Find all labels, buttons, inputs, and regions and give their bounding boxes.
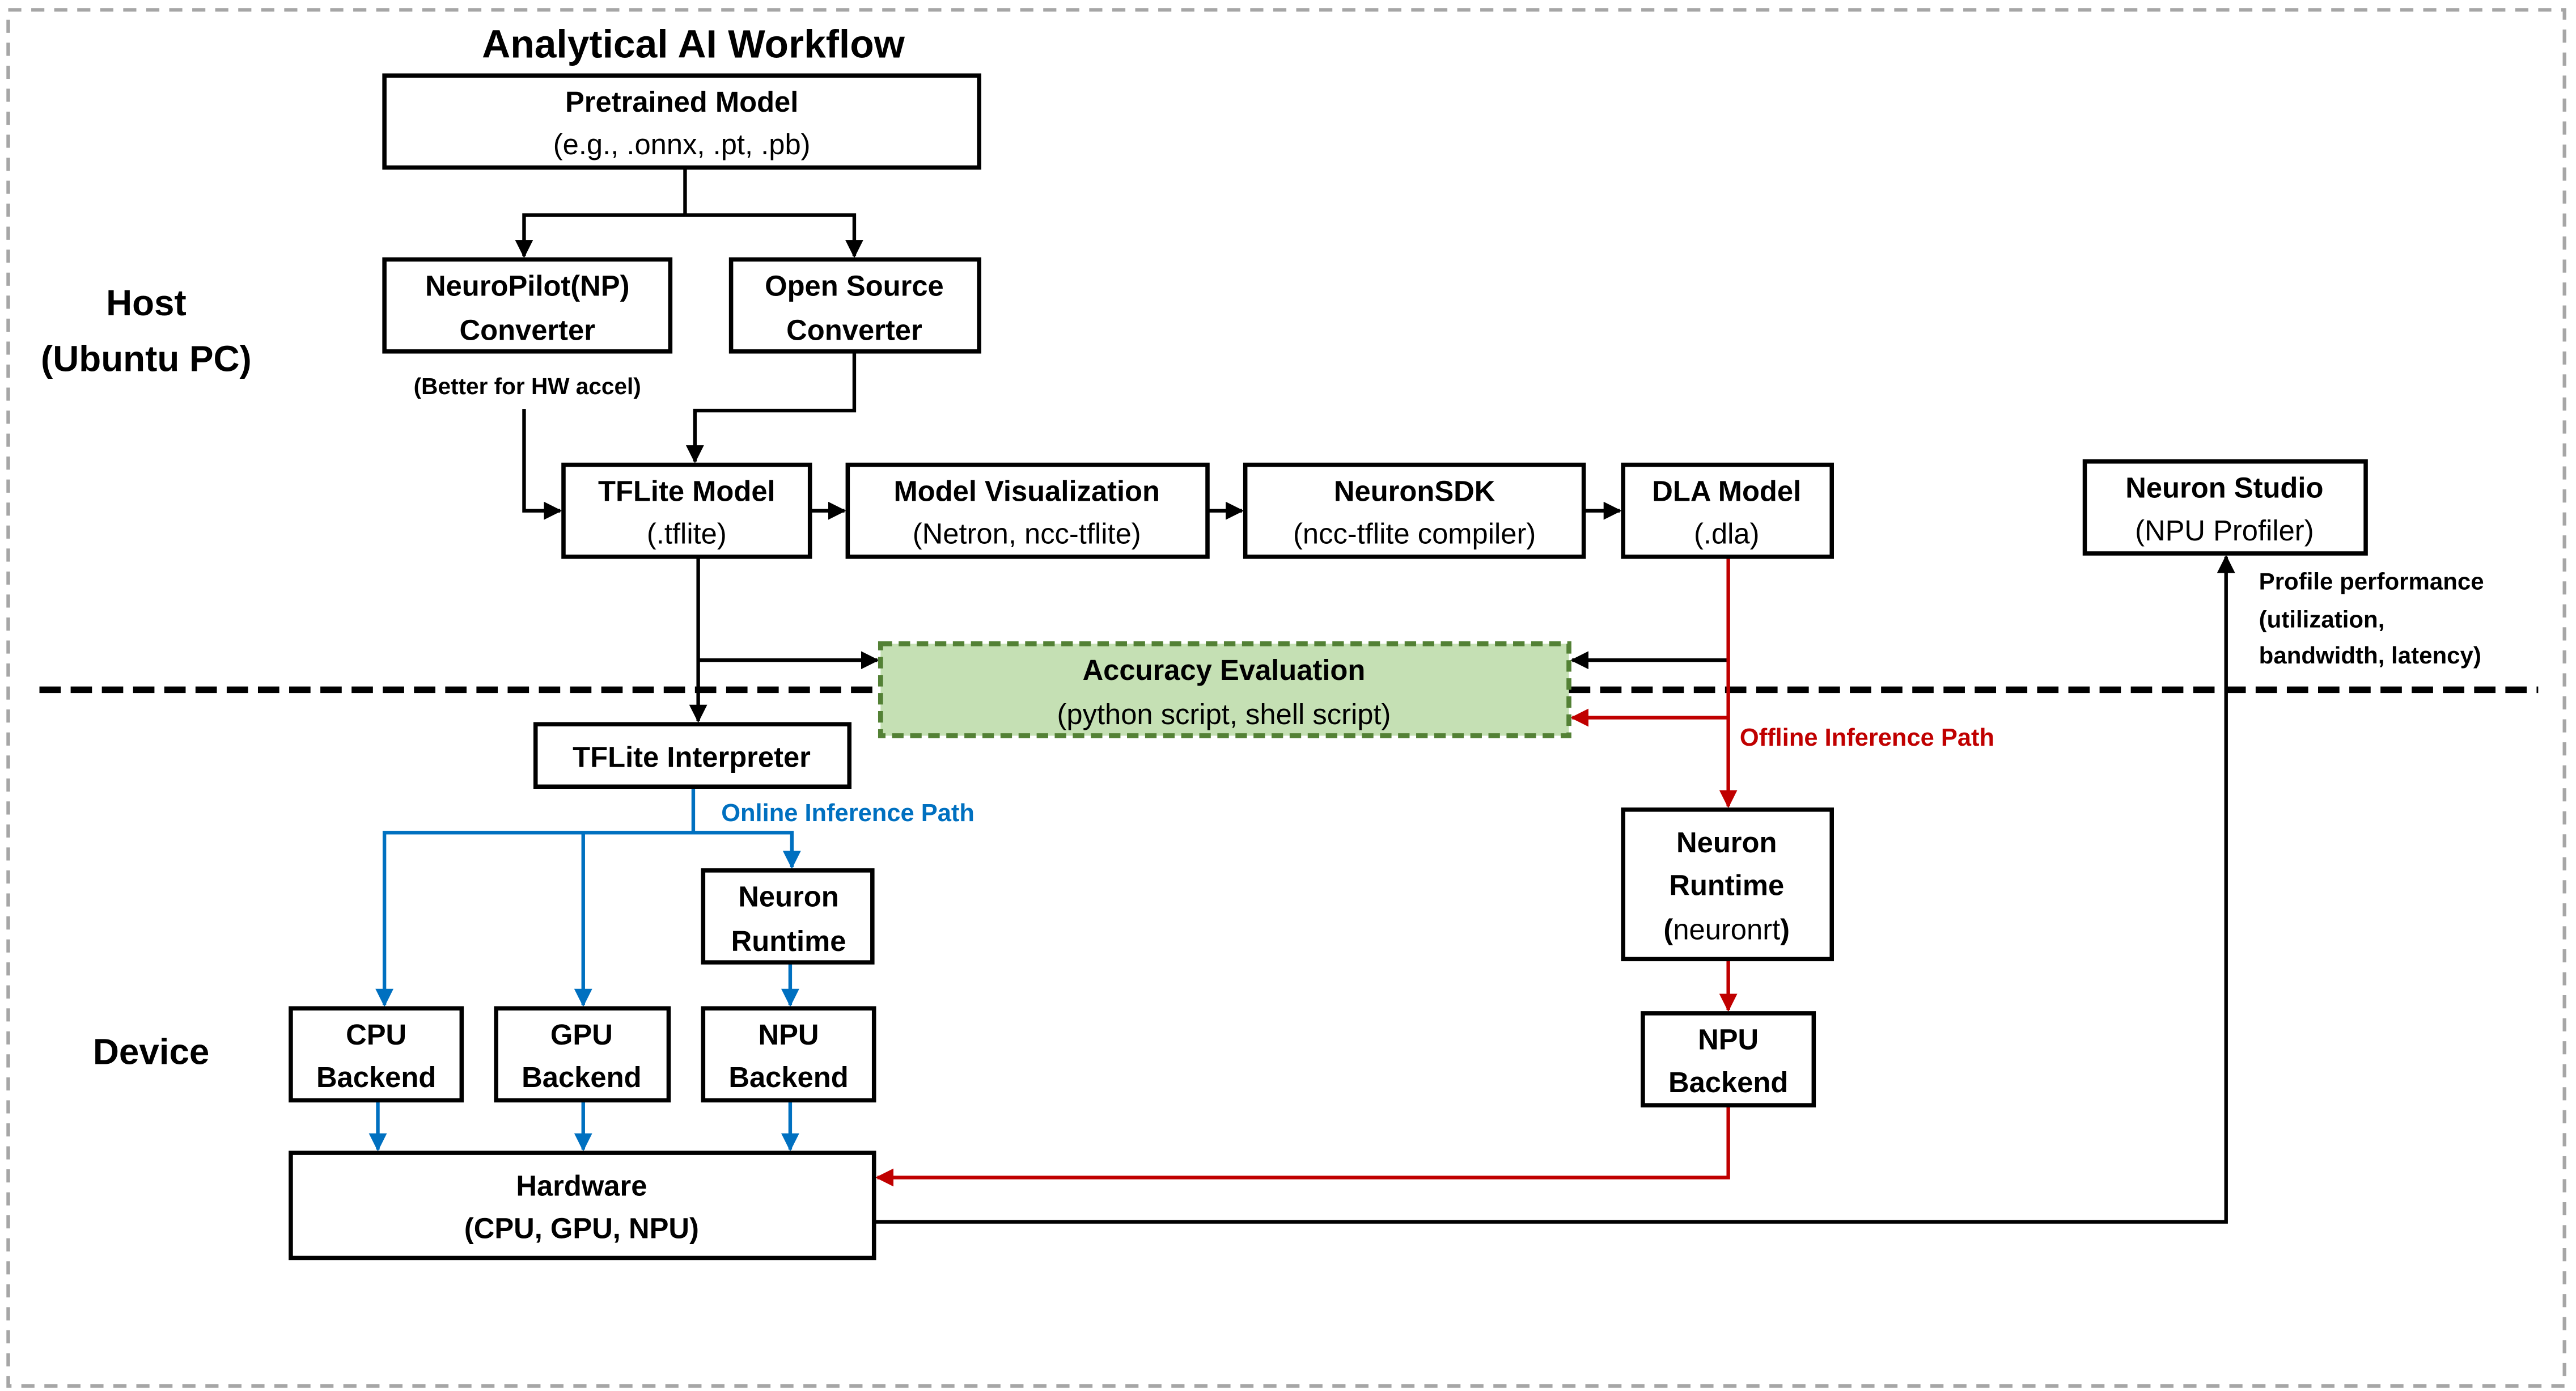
neuron-sdk-subtitle: (ncc-tflite compiler) bbox=[1293, 518, 1536, 550]
hardware-subtitle: (CPU, GPU, NPU) bbox=[464, 1212, 699, 1245]
neuron-studio-subtitle: (NPU Profiler) bbox=[2135, 514, 2314, 547]
offline-npu-backend-line2: Backend bbox=[1668, 1066, 1788, 1098]
offline-neuron-runtime-line1: Neuron bbox=[1676, 826, 1777, 859]
tflite-interpreter-title: TFLite Interpreter bbox=[573, 741, 811, 773]
node-hardware[interactable]: Hardware (CPU, GPU, NPU) bbox=[289, 1151, 876, 1261]
neuron-sdk-title: NeuronSDK bbox=[1334, 475, 1495, 507]
edge-np-to-tflite bbox=[522, 409, 562, 520]
pretrained-model-subtitle: (e.g., .onnx, .pt, .pb) bbox=[553, 128, 811, 160]
node-pretrained-model[interactable]: Pretrained Model (e.g., .onnx, .pt, .pb) bbox=[382, 73, 981, 170]
offline-neuron-runtime-line3: (neuronrt) bbox=[1663, 914, 1790, 946]
edge-hardware-to-studio bbox=[874, 555, 2235, 1224]
model-visualization-subtitle: (Netron, ncc-tflite) bbox=[913, 518, 1141, 550]
node-model-visualization[interactable]: Model Visualization (Netron, ncc-tflite) bbox=[845, 462, 1210, 559]
online-npu-backend-line2: Backend bbox=[728, 1061, 848, 1093]
node-offline-neuron-runtime[interactable]: Neuron Runtime (neuronrt) bbox=[1621, 807, 1834, 962]
os-converter-line1: Open Source bbox=[765, 269, 944, 302]
paren-open: ( bbox=[1663, 914, 1673, 946]
node-tflite-interpreter[interactable]: TFLite Interpreter bbox=[533, 722, 852, 789]
node-np-converter[interactable]: NeuroPilot(NP) Converter bbox=[382, 257, 673, 354]
offline-path-label: Offline Inference Path bbox=[1740, 724, 1994, 751]
pretrained-model-title: Pretrained Model bbox=[565, 86, 798, 118]
edge-to-np-converter bbox=[515, 213, 685, 258]
online-path-label: Online Inference Path bbox=[721, 800, 975, 827]
edge-to-os-converter bbox=[685, 213, 863, 258]
outer-border bbox=[6, 8, 2566, 1388]
np-converter-line2: Converter bbox=[459, 314, 595, 346]
online-neuron-runtime-line2: Runtime bbox=[731, 925, 846, 957]
tflite-model-subtitle: (.tflite) bbox=[647, 518, 727, 550]
node-cpu-backend[interactable]: CPU Backend bbox=[289, 1006, 464, 1103]
node-online-npu-backend[interactable]: NPU Backend bbox=[701, 1006, 876, 1103]
edge-offline-npu-to-hardware bbox=[875, 1105, 1730, 1187]
edge-to-online-runtime bbox=[693, 831, 801, 869]
node-dla-model[interactable]: DLA Model (.dla) bbox=[1621, 462, 1834, 559]
model-visualization-title: Model Visualization bbox=[893, 475, 1160, 507]
host-sublabel: (Ubuntu PC) bbox=[41, 339, 252, 379]
node-os-converter[interactable]: Open Source Converter bbox=[728, 257, 981, 354]
host-label: Host bbox=[106, 282, 187, 323]
edges-online bbox=[368, 787, 801, 1152]
profile-annotation-line1: Profile performance bbox=[2259, 568, 2484, 595]
accuracy-evaluation-title: Accuracy Evaluation bbox=[1083, 654, 1366, 686]
online-npu-backend-line1: NPU bbox=[758, 1018, 819, 1051]
os-converter-line2: Converter bbox=[786, 314, 922, 346]
profile-annotation-line2: (utilization, bbox=[2259, 606, 2385, 632]
offline-npu-backend-line1: NPU bbox=[1698, 1024, 1759, 1056]
edge-to-cpu-backend bbox=[375, 831, 693, 1007]
edges-offline bbox=[875, 556, 1738, 1187]
cpu-backend-line2: Backend bbox=[316, 1061, 436, 1093]
dla-model-title: DLA Model bbox=[1652, 475, 1801, 507]
node-gpu-backend[interactable]: GPU Backend bbox=[494, 1006, 671, 1103]
online-neuron-runtime-line1: Neuron bbox=[738, 881, 838, 913]
accuracy-evaluation-subtitle: (python script, shell script) bbox=[1057, 698, 1391, 730]
node-neuron-sdk[interactable]: NeuronSDK (ncc-tflite compiler) bbox=[1243, 462, 1586, 559]
edges-main bbox=[515, 167, 2235, 1224]
hardware-title: Hardware bbox=[516, 1169, 647, 1202]
np-converter-line1: NeuroPilot(NP) bbox=[425, 269, 630, 302]
dla-model-subtitle: (.dla) bbox=[1694, 518, 1760, 550]
neuron-studio-title: Neuron Studio bbox=[2125, 472, 2323, 504]
gpu-backend-line1: GPU bbox=[550, 1018, 613, 1051]
tflite-model-title: TFLite Model bbox=[598, 475, 776, 507]
device-label: Device bbox=[93, 1031, 210, 1072]
np-converter-note: (Better for HW accel) bbox=[414, 373, 641, 399]
diagram-title: Analytical AI Workflow bbox=[482, 22, 905, 66]
neuronrt-label: neuronrt bbox=[1673, 914, 1780, 946]
node-tflite-model[interactable]: TFLite Model (.tflite) bbox=[561, 462, 812, 559]
cpu-backend-line1: CPU bbox=[346, 1018, 406, 1051]
paren-close: ) bbox=[1780, 914, 1790, 946]
profile-annotation-line3: bandwidth, latency) bbox=[2259, 642, 2481, 669]
profile-annotation: Profile performance (utilization, bandwi… bbox=[2259, 568, 2484, 669]
gpu-backend-line2: Backend bbox=[522, 1061, 641, 1093]
offline-neuron-runtime-line2: Runtime bbox=[1669, 869, 1784, 901]
node-accuracy-evaluation[interactable]: Accuracy Evaluation (python script, shel… bbox=[878, 641, 1571, 738]
node-offline-npu-backend[interactable]: NPU Backend bbox=[1641, 1011, 1816, 1107]
node-online-neuron-runtime[interactable]: Neuron Runtime bbox=[701, 868, 875, 965]
edge-os-to-tflite bbox=[685, 351, 857, 463]
node-neuron-studio[interactable]: Neuron Studio (NPU Profiler) bbox=[2082, 459, 2368, 556]
